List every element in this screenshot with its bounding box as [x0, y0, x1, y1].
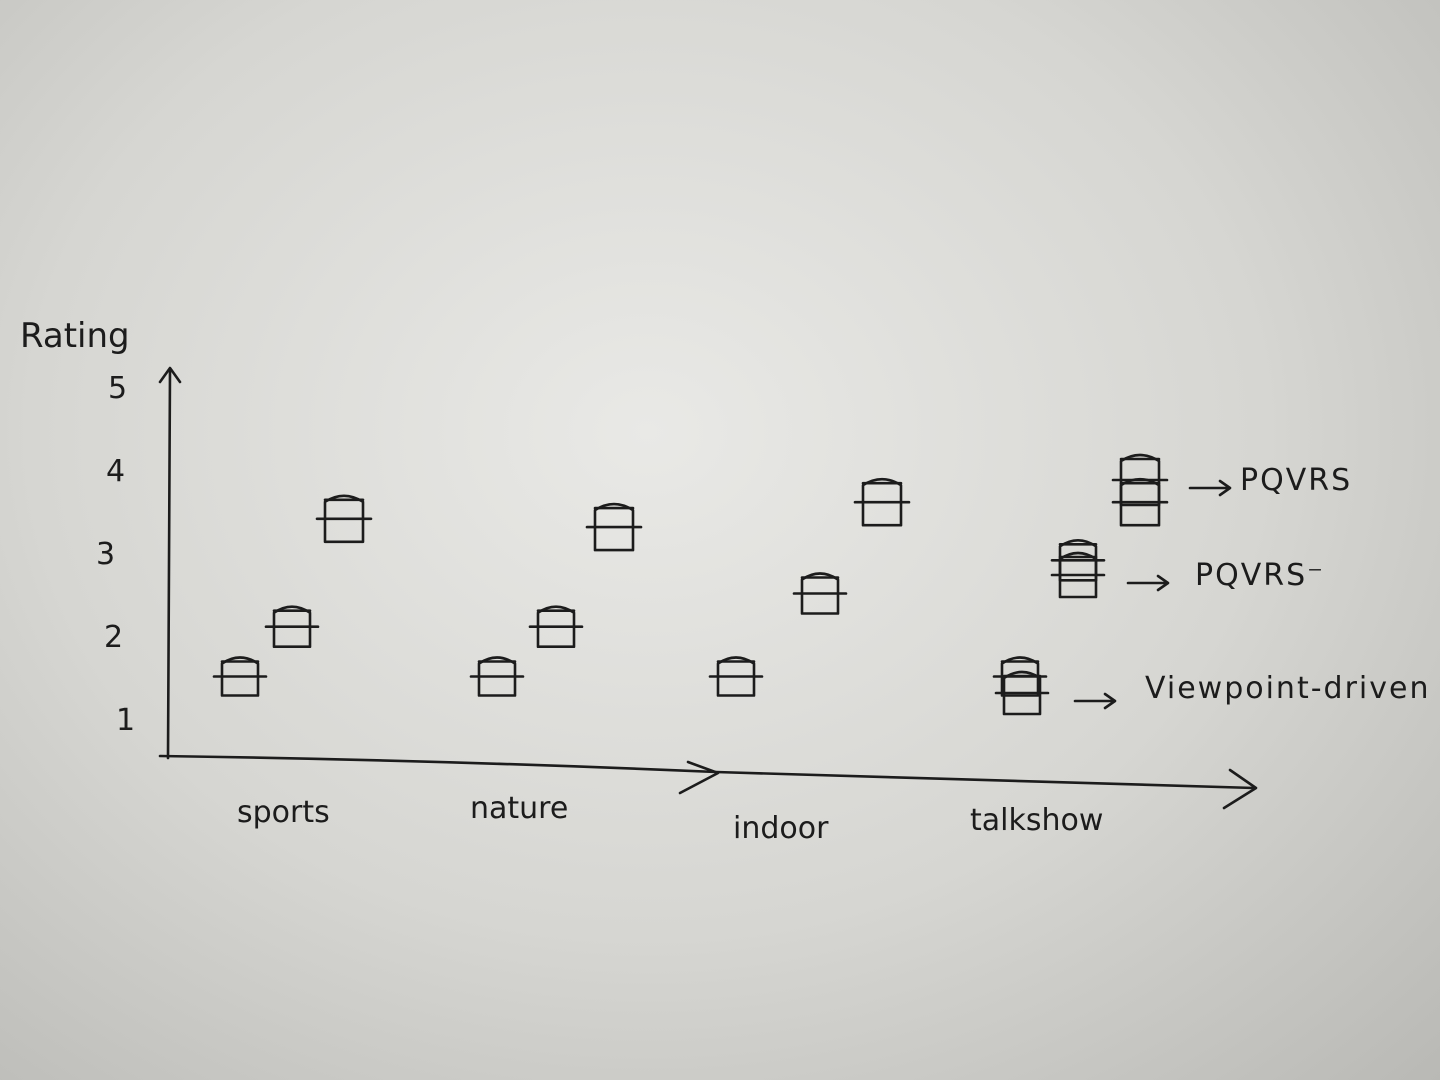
- data-point-marker: [469, 656, 525, 697]
- data-point-marker-box: [536, 605, 576, 648]
- data-point-marker: [264, 605, 320, 648]
- x-category-label: talkshow: [970, 803, 1103, 838]
- x-axis-arrow: [1222, 768, 1258, 810]
- legend-marker: [1050, 551, 1106, 599]
- legend-marker: [994, 670, 1050, 716]
- y-tick-label: 3: [96, 537, 115, 572]
- y-axis: [166, 368, 172, 760]
- data-point-marker: [315, 494, 373, 544]
- y-axis-label: Rating: [20, 316, 130, 356]
- legend-label: PQVRS: [1240, 463, 1352, 498]
- legend-entry: PQVRS: [1111, 453, 1352, 507]
- y-tick-label: 5: [108, 371, 127, 406]
- x-axis: [158, 754, 1256, 790]
- data-point-marker: [528, 605, 584, 648]
- legend-arrow: [1126, 574, 1170, 592]
- data-point-marker: [212, 656, 268, 697]
- data-point-marker-box: [593, 502, 635, 552]
- x-category-label: nature: [470, 791, 568, 826]
- data-point-marker: [853, 477, 911, 527]
- x-category-label: sports: [237, 795, 330, 830]
- data-point-marker-box: [220, 656, 260, 697]
- legend-entry: PQVRS⁻: [1050, 551, 1325, 599]
- legend-label: Viewpoint-driven: [1145, 671, 1430, 706]
- data-point-marker-box: [477, 656, 517, 697]
- data-point-marker: [585, 502, 643, 552]
- data-point-marker: [708, 656, 764, 697]
- data-point-marker-box: [716, 656, 756, 697]
- data-point-marker: [792, 572, 848, 615]
- legend-label: PQVRS⁻: [1195, 558, 1325, 593]
- legend-marker-box: [1002, 670, 1042, 716]
- data-point-marker-box: [861, 477, 903, 527]
- data-point-marker-box: [1000, 656, 1040, 697]
- x-category-label: indoor: [733, 811, 829, 846]
- legend-arrow: [1188, 479, 1232, 497]
- y-tick-label: 4: [106, 454, 125, 489]
- x-axis-arrow-mid: [678, 760, 720, 795]
- data-point-marker-box: [800, 572, 840, 615]
- legend-entry: Viewpoint-driven: [994, 670, 1430, 716]
- legend-marker: [1111, 453, 1169, 507]
- data-point-marker-box: [323, 494, 365, 544]
- legend-marker-box: [1119, 453, 1161, 507]
- legend-marker-box: [1058, 551, 1098, 599]
- legend-arrow: [1073, 692, 1117, 710]
- y-tick-label: 1: [116, 703, 135, 738]
- y-tick-label: 2: [104, 620, 123, 655]
- data-point-marker-box: [272, 605, 312, 648]
- y-axis-arrow: [158, 366, 182, 384]
- data-point-marker-box: [1058, 539, 1098, 582]
